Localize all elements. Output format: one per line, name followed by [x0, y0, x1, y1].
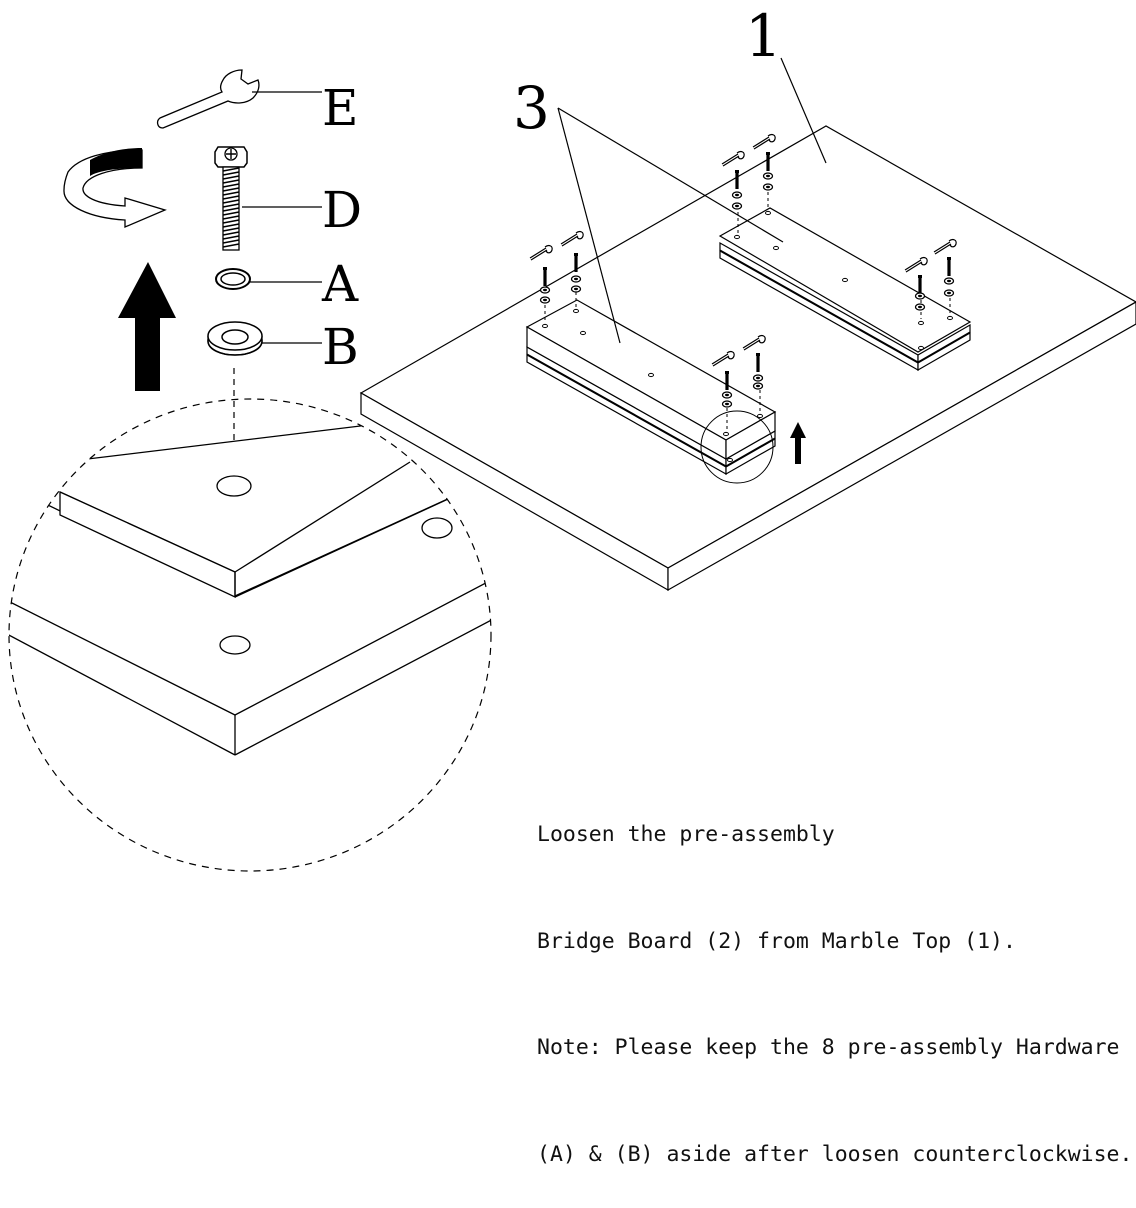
instruction-line: (A) & (B) aside after loosen countercloc…: [537, 1141, 1133, 1167]
magnified-detail: [8, 398, 492, 872]
bridge-board-front: [525, 299, 777, 476]
wrench-icon: [156, 69, 260, 129]
instruction-text: Loosen the pre-assembly Bridge Board (2)…: [537, 746, 1136, 1208]
bolt-icon: [214, 146, 248, 251]
instruction-line: Loosen the pre-assembly: [537, 822, 835, 847]
assembly-diagram: 1 3 E D A: [8, 2, 1136, 872]
up-arrow-icon: [790, 422, 806, 464]
leader-lines: [557, 57, 827, 344]
flat-washer-icon: [207, 321, 263, 356]
instruction-line: Note: Please keep the 8 pre-assembly Har…: [537, 1035, 1120, 1060]
callout-bridge-boards: 3: [513, 74, 550, 142]
label-flat-washer: B: [322, 318, 359, 376]
spring-washer-icon: [215, 268, 251, 290]
exploded-hardware: [529, 133, 957, 430]
label-spring-washer: A: [321, 255, 359, 313]
callout-marble-top: 1: [745, 2, 782, 70]
marble-top: [359, 125, 1136, 592]
detail-marker-circle: [700, 410, 774, 484]
label-wrench: E: [322, 79, 359, 137]
magnified-detail-border: [8, 398, 492, 872]
rotate-counterclockwise-icon: [63, 148, 167, 228]
lift-up-arrow-icon: [118, 262, 176, 391]
label-bolt: D: [322, 181, 362, 239]
instruction-line: Bridge Board (2) from Marble Top (1).: [537, 928, 1016, 954]
